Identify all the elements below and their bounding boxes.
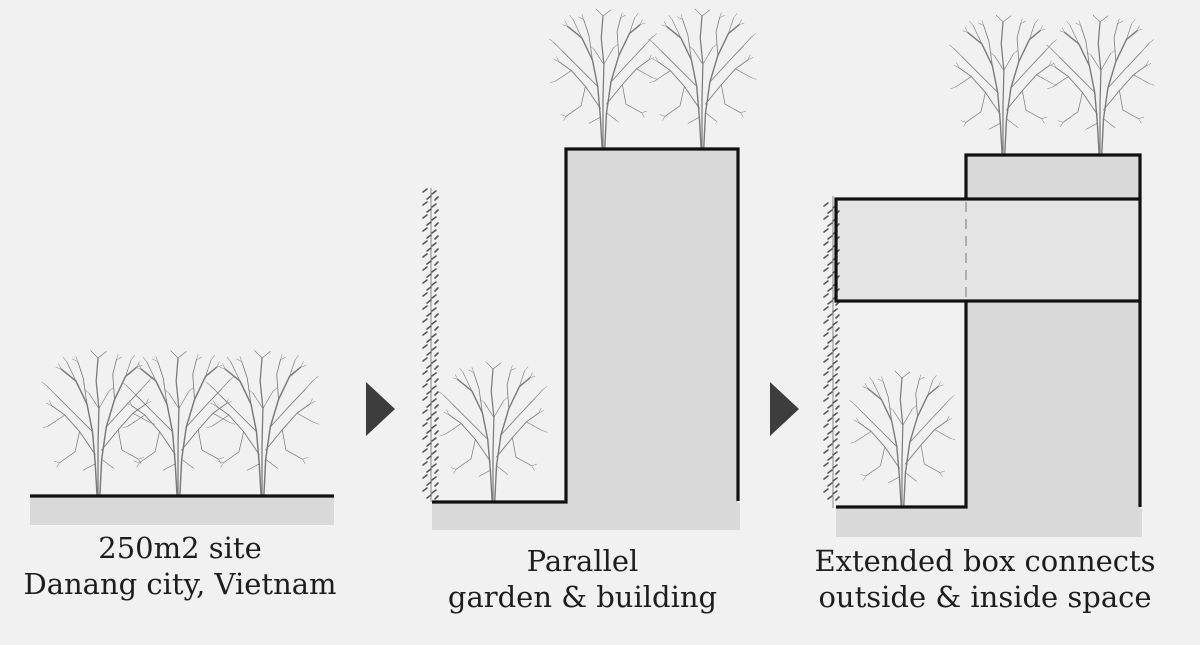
rooftop-trees <box>548 8 758 149</box>
caption-line: 250m2 site <box>98 531 262 565</box>
building-upper-mass <box>966 155 1140 200</box>
vine-leaf-icon <box>823 449 840 462</box>
vine-leaf-icon <box>823 397 840 410</box>
vertical-garden <box>422 188 439 502</box>
ground-slab <box>432 503 740 530</box>
tree-icon <box>41 349 156 497</box>
caption-site: 250m2 site Danang city, Vietnam <box>15 530 345 602</box>
vine-leaf-icon <box>823 436 840 449</box>
garden-tree-icon <box>438 361 549 502</box>
stage-extended <box>823 14 1156 537</box>
vine-leaf-icon <box>823 423 840 436</box>
building-lower-mass <box>966 300 1140 509</box>
vine-leaf-icon <box>823 488 840 501</box>
vine-leaf-icon <box>823 371 840 384</box>
caption-line: outside & inside space <box>818 580 1152 614</box>
extended-box-outline <box>834 197 1142 303</box>
caption-line: Extended box connects <box>814 544 1156 578</box>
triangle-arrow-right-icon <box>366 382 395 436</box>
caption-line: Danang city, Vietnam <box>23 567 337 601</box>
building-outline <box>432 147 740 504</box>
vine-leaf-icon <box>823 306 840 319</box>
stage-site <box>30 349 334 525</box>
rooftop-trees <box>948 14 1156 155</box>
extended-box <box>836 200 1140 300</box>
vine-leaf-icon <box>823 462 840 475</box>
tree-icon <box>948 14 1059 155</box>
vertical-garden <box>823 196 840 508</box>
ground-slab <box>30 497 334 525</box>
caption-line: garden & building <box>447 580 718 614</box>
vine-leaf-icon <box>823 475 840 488</box>
vine-leaf-icon <box>823 358 840 371</box>
tree-icon <box>121 349 236 497</box>
caption-extended: Extended box connects outside & inside s… <box>805 543 1165 615</box>
ground-slab <box>836 509 1142 537</box>
stage-parallel <box>422 8 758 530</box>
vine-leaf-icon <box>823 345 840 358</box>
caption-line: Parallel <box>526 544 639 578</box>
tree-icon <box>205 349 320 497</box>
caption-parallel: Parallel garden & building <box>420 543 745 615</box>
garden-tree-icon <box>848 370 957 508</box>
tree-icon <box>548 8 659 149</box>
building-lower-outline <box>836 301 968 509</box>
tree-cluster <box>41 349 320 497</box>
tree-icon <box>1045 14 1156 155</box>
vine-leaf-icon <box>823 332 840 345</box>
triangle-arrow-right-icon <box>770 382 799 436</box>
vine-leaf-icon <box>823 319 840 332</box>
vine-leaf-icon <box>823 410 840 423</box>
vine-leaf-icon <box>823 384 840 397</box>
building-outline <box>964 153 1142 198</box>
tree-icon <box>647 8 758 149</box>
building-mass <box>566 149 738 503</box>
